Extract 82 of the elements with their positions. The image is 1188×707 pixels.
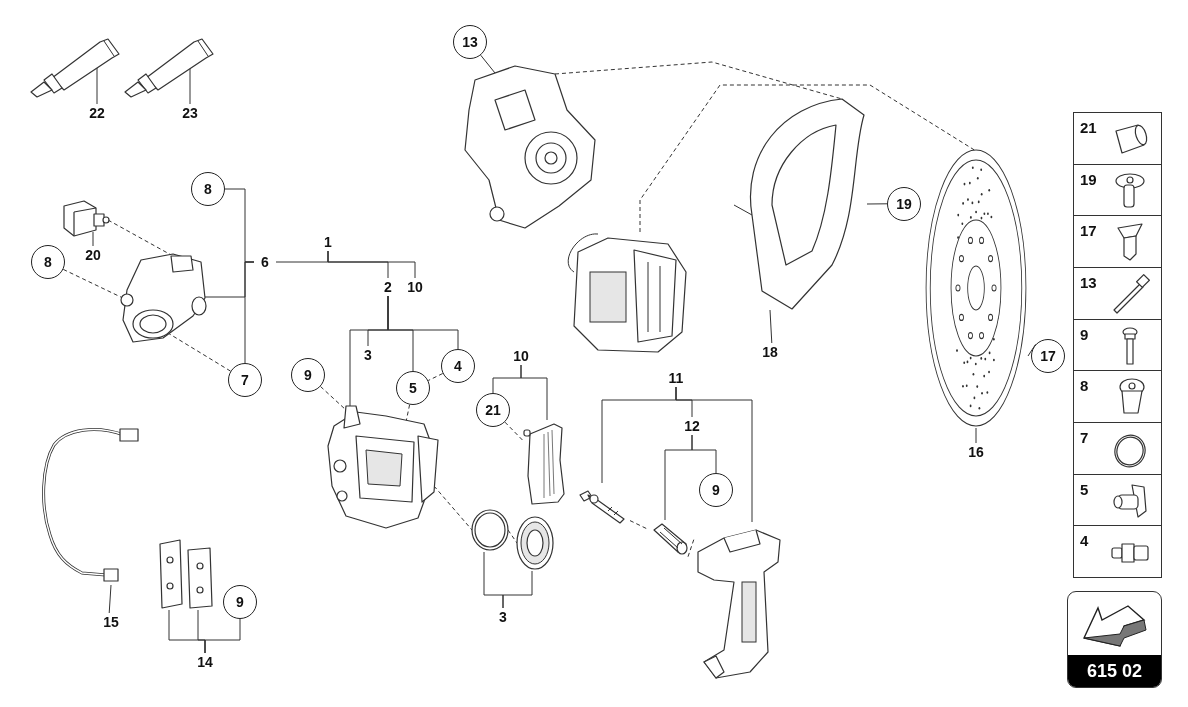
callout-number: 2 [377, 278, 399, 296]
leader-line [691, 434, 717, 474]
part-number: 21 [1080, 119, 1097, 136]
page-number: 615 02 [1068, 655, 1161, 687]
leader-line [204, 618, 241, 654]
leader-line [675, 386, 753, 523]
assembly-line [405, 404, 411, 423]
callout-number: 21 [476, 393, 510, 427]
brake-pad-drawing [184, 546, 214, 610]
parts-table-row [1073, 318, 1162, 372]
callout-number: 8 [31, 245, 65, 279]
leader-line [108, 584, 112, 614]
leader-line [502, 570, 533, 609]
part-number: 7 [1080, 429, 1089, 446]
page-reference-tab [1067, 591, 1162, 688]
leader-line [189, 67, 191, 105]
connector-drawing [60, 198, 110, 240]
assembly-line [504, 421, 525, 443]
parts-table-row [1073, 267, 1162, 320]
leader-line [769, 309, 773, 344]
callout-number: 13 [453, 25, 487, 59]
ring-drawing [468, 508, 512, 552]
parts-table-row [1073, 112, 1162, 165]
parts-table-row [1073, 370, 1162, 423]
part-number: 13 [1080, 274, 1097, 291]
assembly-line [433, 485, 473, 531]
callout-number: 4 [441, 349, 475, 383]
callout-number: 14 [194, 653, 216, 671]
assembly-line [427, 373, 444, 381]
part-number: 8 [1080, 377, 1089, 395]
leader-line [387, 295, 459, 350]
callout-number: 7 [228, 363, 262, 397]
leader-line [480, 54, 496, 74]
caliper-housing-drawing [326, 406, 440, 530]
parts-table-row [1073, 422, 1162, 475]
part-number: 9 [1080, 325, 1089, 343]
callout-number: 5 [396, 371, 430, 405]
leader-line [975, 427, 977, 444]
callout-number: 20 [82, 246, 104, 264]
callout-number: 10 [404, 278, 426, 296]
assembly-line [687, 538, 695, 558]
callout-number: 18 [759, 343, 781, 361]
part-number: 5 [1080, 480, 1089, 498]
callout-number: 1 [317, 233, 339, 251]
callout-number: 8 [191, 172, 225, 206]
callout-number: 3 [357, 346, 379, 364]
callout-number: 12 [681, 417, 703, 435]
leader-line [96, 67, 98, 105]
assembly-line [554, 61, 843, 100]
callout-number: 15 [100, 613, 122, 631]
callout-number: 17 [1031, 339, 1065, 373]
callout-number: 11 [665, 369, 687, 387]
leader-line [520, 364, 548, 421]
parts-table-row [1073, 473, 1162, 527]
callout-number: 9 [223, 585, 257, 619]
dust-shield-drawing [732, 95, 867, 310]
callout-number: 9 [291, 358, 325, 392]
parts-table-row [1073, 163, 1162, 217]
leader-line [92, 231, 94, 247]
parts-table-row [1073, 215, 1162, 268]
seal-drawing [514, 515, 556, 571]
brake-disc-drawing [924, 148, 1028, 428]
part-number: 17 [1080, 222, 1097, 240]
part-number: 19 [1080, 170, 1097, 188]
assembly-line [629, 520, 649, 530]
brake-pad-drawing [156, 538, 184, 610]
leader-line [327, 250, 416, 279]
leader-line [204, 261, 255, 298]
callout-number: 6 [254, 253, 276, 271]
parts-table-row [1073, 525, 1162, 578]
assembly-line [320, 386, 347, 411]
part-number: 4 [1080, 532, 1089, 550]
callout-number: 23 [179, 104, 201, 122]
brake-pad-drawing [524, 420, 566, 506]
callout-number: 10 [510, 347, 532, 365]
callout-number: 16 [965, 443, 987, 461]
callout-number: 22 [86, 104, 108, 122]
callout-number: 3 [492, 608, 514, 626]
callout-number: 9 [699, 473, 733, 507]
assembly-line [639, 84, 977, 233]
callout-number: 19 [887, 187, 921, 221]
leader-line [866, 203, 888, 205]
